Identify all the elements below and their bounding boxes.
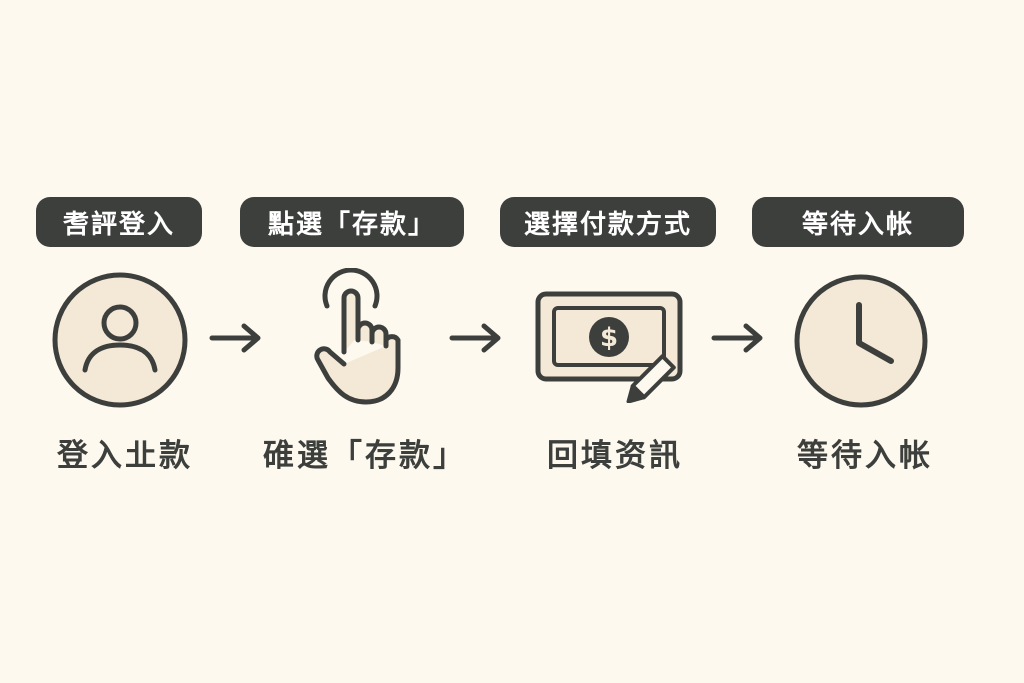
arrow-right-icon bbox=[449, 323, 501, 353]
money-bill-pen-icon: $ bbox=[535, 291, 683, 403]
user-icon bbox=[52, 272, 188, 408]
step-3-pill: 選擇付款方式 bbox=[500, 197, 716, 247]
svg-text:$: $ bbox=[600, 323, 618, 353]
step-4-pill: 等待入帐 bbox=[752, 197, 964, 247]
arrow-right-icon bbox=[711, 323, 763, 353]
step-3-caption: 回填资訊 bbox=[547, 437, 683, 474]
tap-hand-icon bbox=[314, 268, 401, 405]
step-2-caption: 碓選「存款」 bbox=[263, 437, 467, 474]
step-1-caption: 登入㐀款 bbox=[57, 437, 193, 474]
step-4-caption: 等待入帐 bbox=[797, 437, 933, 474]
step-2-pill: 點選「存款」 bbox=[240, 197, 464, 247]
arrow-right-icon bbox=[209, 323, 261, 353]
clock-icon bbox=[794, 274, 928, 408]
step-1-pill: 㖈評登入 bbox=[36, 197, 202, 247]
